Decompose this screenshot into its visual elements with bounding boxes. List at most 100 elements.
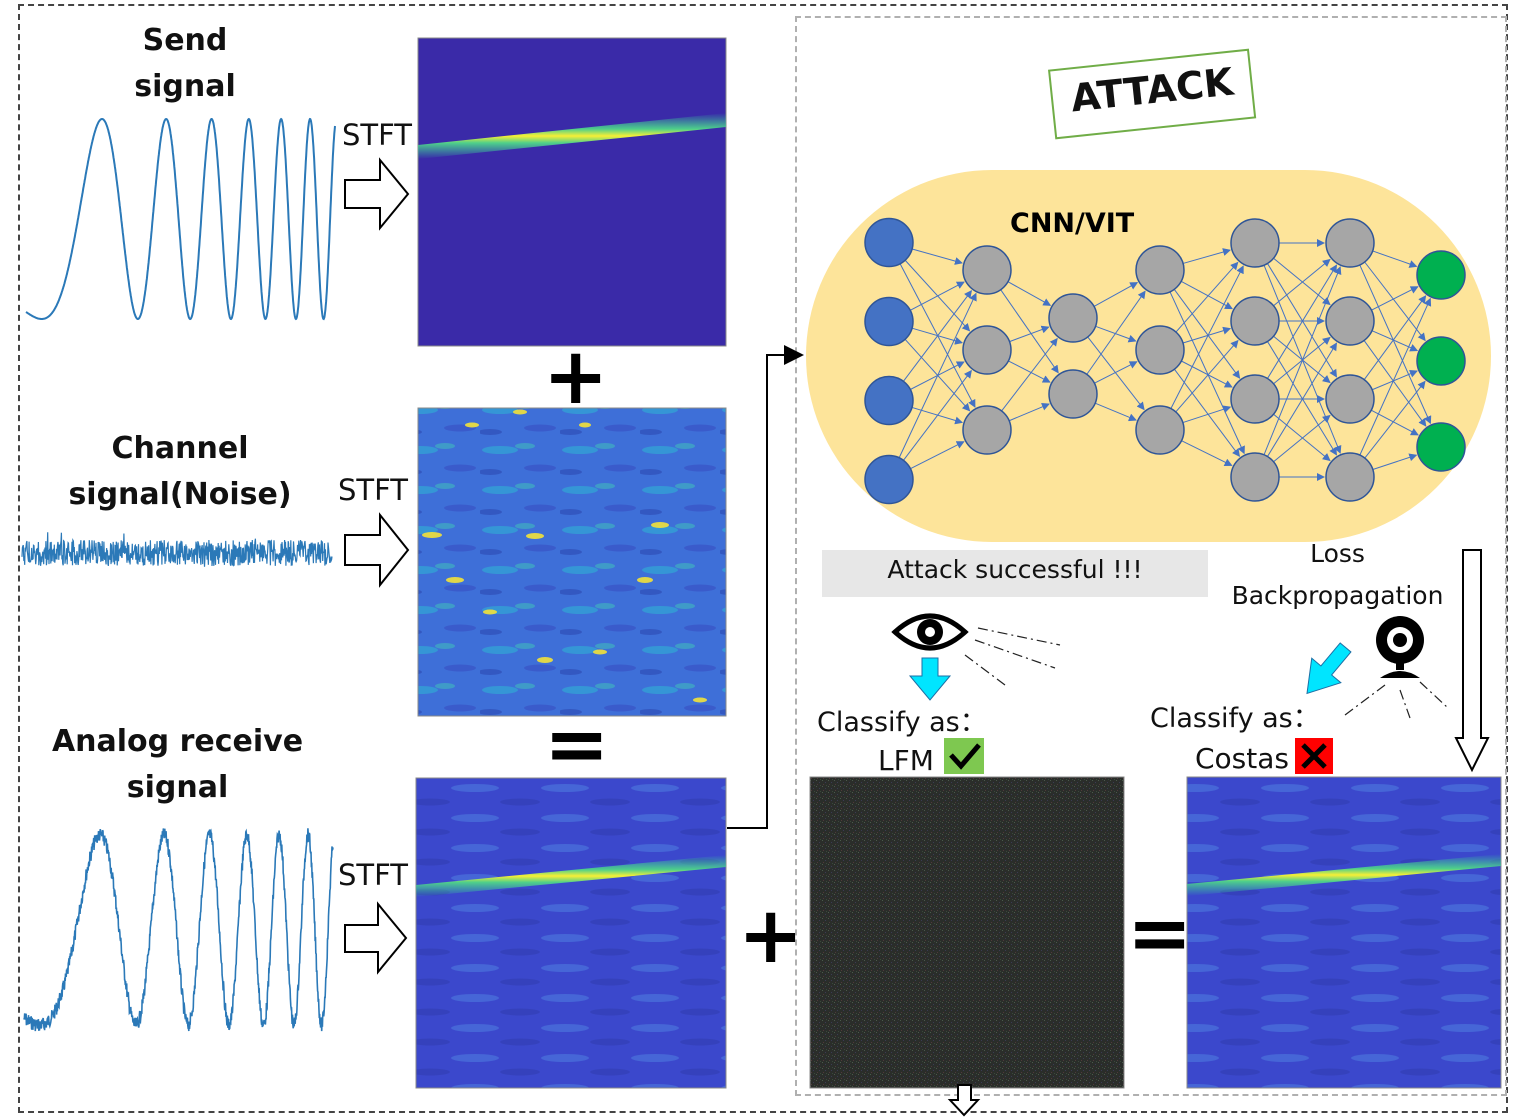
output-arrow xyxy=(947,1084,981,1117)
network-edge xyxy=(1359,264,1432,425)
network-edge xyxy=(1086,290,1146,375)
perturbation-image xyxy=(809,776,1125,1089)
webcam-cyan-arrow xyxy=(1306,642,1352,695)
attack-panel-frame xyxy=(795,16,1507,1096)
network-edge xyxy=(1182,405,1232,424)
network-edge xyxy=(1267,263,1337,378)
eye-cyan-arrow xyxy=(908,657,952,701)
network-edge xyxy=(1009,325,1050,343)
human-prediction: LFM xyxy=(878,744,934,777)
attack-title-box xyxy=(1047,48,1257,140)
network-edge xyxy=(1007,281,1052,306)
hidden-node xyxy=(1048,369,1098,419)
output-node xyxy=(1416,422,1466,472)
input-connector xyxy=(727,345,804,829)
plus-symbol: + xyxy=(738,891,804,981)
network-edge xyxy=(1173,368,1241,457)
receive-signal-waveform xyxy=(23,828,334,1032)
adversarial-spectrogram xyxy=(1186,776,1502,1089)
network-edge xyxy=(1364,261,1426,342)
network-edge xyxy=(904,259,971,332)
network-edge xyxy=(1094,402,1137,422)
stft-label: STFT xyxy=(338,473,409,507)
network-edge xyxy=(910,441,965,470)
network-edge xyxy=(1359,297,1432,456)
hidden-node xyxy=(1135,405,1185,455)
network-edge xyxy=(1371,330,1419,352)
hidden-node xyxy=(1230,452,1280,502)
network-edge xyxy=(910,281,965,311)
eye-sightline xyxy=(964,627,1061,686)
network-edge xyxy=(1181,440,1233,466)
stft-arrow xyxy=(344,512,410,588)
network-edge xyxy=(1267,342,1337,457)
network-edge xyxy=(1363,295,1427,380)
input-node xyxy=(864,454,914,505)
network-edge xyxy=(911,248,963,265)
output-node xyxy=(1416,336,1466,386)
loss-label: Loss Backpropagation xyxy=(1231,539,1444,610)
noise-spectrogram xyxy=(417,407,727,717)
send-signal-waveform xyxy=(25,117,336,321)
network-edge xyxy=(1169,291,1245,455)
status-message: Attack successful !!! xyxy=(887,555,1143,584)
network-edge xyxy=(1372,250,1418,268)
backprop-arrow xyxy=(1454,549,1490,773)
equals-symbol: = xyxy=(1127,889,1193,979)
input-node xyxy=(864,375,914,426)
equals-symbol: = xyxy=(544,700,610,790)
network-edge xyxy=(903,289,972,382)
hidden-node xyxy=(1325,218,1375,268)
network-edge xyxy=(1371,370,1418,391)
network-edge xyxy=(1273,413,1331,462)
status-box xyxy=(822,550,1208,597)
network-edge xyxy=(1364,380,1426,459)
network-edge xyxy=(898,292,977,458)
check-icon xyxy=(944,738,984,774)
network-edge xyxy=(1000,289,1059,374)
network-edge xyxy=(1267,264,1337,379)
network-edge xyxy=(1273,335,1331,384)
webcam-sightline xyxy=(1344,681,1449,719)
network-edge xyxy=(1175,339,1239,413)
network-edge xyxy=(1371,286,1419,311)
hidden-node xyxy=(1230,296,1280,346)
hidden-node xyxy=(962,245,1012,295)
receive-signal-label: Analog receive signal xyxy=(51,724,304,805)
output-node xyxy=(1416,250,1466,300)
network-edge xyxy=(911,406,964,425)
hidden-node xyxy=(1230,374,1280,424)
network-edge xyxy=(1363,340,1427,427)
hidden-node xyxy=(1048,293,1098,343)
network-edge xyxy=(1093,282,1139,307)
network-edge xyxy=(1273,414,1331,463)
network-nodes xyxy=(864,217,1466,505)
send-signal-label: Send signal xyxy=(134,23,236,104)
eye-icon xyxy=(891,613,969,651)
model-prediction: Costas xyxy=(1195,742,1289,775)
cross-icon xyxy=(1295,738,1333,774)
stft-arrow xyxy=(344,901,408,975)
network-edge xyxy=(1094,361,1138,384)
network-edge xyxy=(1273,257,1331,306)
network-edge xyxy=(1263,266,1342,455)
network-edge xyxy=(1181,360,1233,388)
network-edge xyxy=(1370,409,1419,436)
network-edge xyxy=(1001,337,1058,412)
channel-signal-label: Channel signal(Noise) xyxy=(68,431,292,512)
input-node xyxy=(864,296,914,347)
hidden-node xyxy=(962,405,1012,455)
channel-noise-waveform xyxy=(21,532,333,567)
stft-arrow xyxy=(344,157,410,231)
send-spectrogram xyxy=(417,37,727,347)
network-edge xyxy=(1008,403,1050,422)
hidden-node xyxy=(962,325,1012,375)
hidden-node xyxy=(1325,452,1375,502)
network-edge xyxy=(1182,326,1232,344)
hidden-node xyxy=(1325,296,1375,346)
network-edge xyxy=(1087,336,1145,411)
classify-label-human: Classify as： xyxy=(817,707,987,738)
hidden-node xyxy=(1135,245,1185,295)
receive-spectrogram xyxy=(415,777,727,1089)
